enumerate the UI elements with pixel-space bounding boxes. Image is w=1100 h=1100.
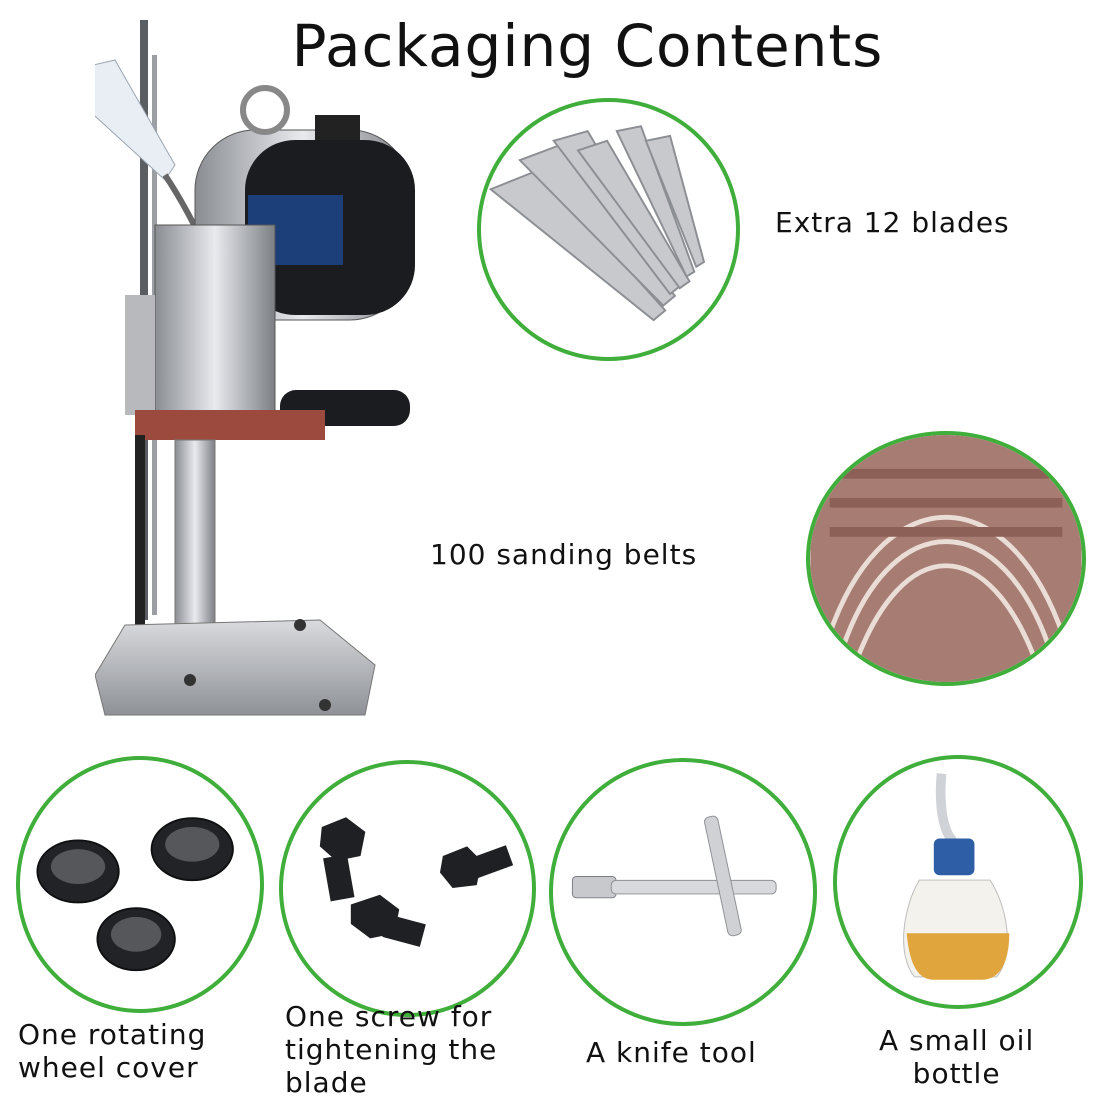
wheel-cover-rings-icon xyxy=(36,817,234,972)
blades-image xyxy=(477,98,740,361)
screws-image xyxy=(279,760,536,1017)
screws-icon xyxy=(319,817,514,947)
wheel-cover-label: One rotating wheel cover xyxy=(18,1018,206,1084)
cloth-cutting-machine-icon xyxy=(95,15,430,720)
wheel-cover-label-line-2: wheel cover xyxy=(18,1051,199,1084)
oil-bottle-icon xyxy=(903,773,1010,980)
blades-icon xyxy=(488,125,706,322)
blades-label: Extra 12 blades xyxy=(775,206,1010,239)
oil-bottle-image xyxy=(833,755,1083,1009)
sanding-belts-icon xyxy=(810,435,1082,682)
oil-bottle-label-line-1: A small oil xyxy=(879,1024,1035,1057)
knife-tool-image xyxy=(549,758,817,1026)
t-wrench-icon xyxy=(571,815,777,937)
screw-label-line-1: One screw for xyxy=(285,1000,493,1033)
oil-bottle-label-line-2: bottle xyxy=(912,1057,1001,1090)
wheel-cover-image xyxy=(16,756,264,1013)
knife-tool-label: A knife tool xyxy=(586,1036,757,1069)
sanding-belts-label: 100 sanding belts xyxy=(430,538,698,571)
sanding-belts-image xyxy=(806,431,1086,686)
screw-label: One screw for tightening the blade xyxy=(285,1000,497,1099)
oil-bottle-label: A small oil bottle xyxy=(879,1024,1034,1090)
screw-label-line-3: blade xyxy=(285,1066,368,1099)
wheel-cover-label-line-1: One rotating xyxy=(18,1018,207,1051)
page-title: Packaging Contents xyxy=(291,12,884,80)
screw-label-line-2: tightening the xyxy=(285,1033,498,1066)
